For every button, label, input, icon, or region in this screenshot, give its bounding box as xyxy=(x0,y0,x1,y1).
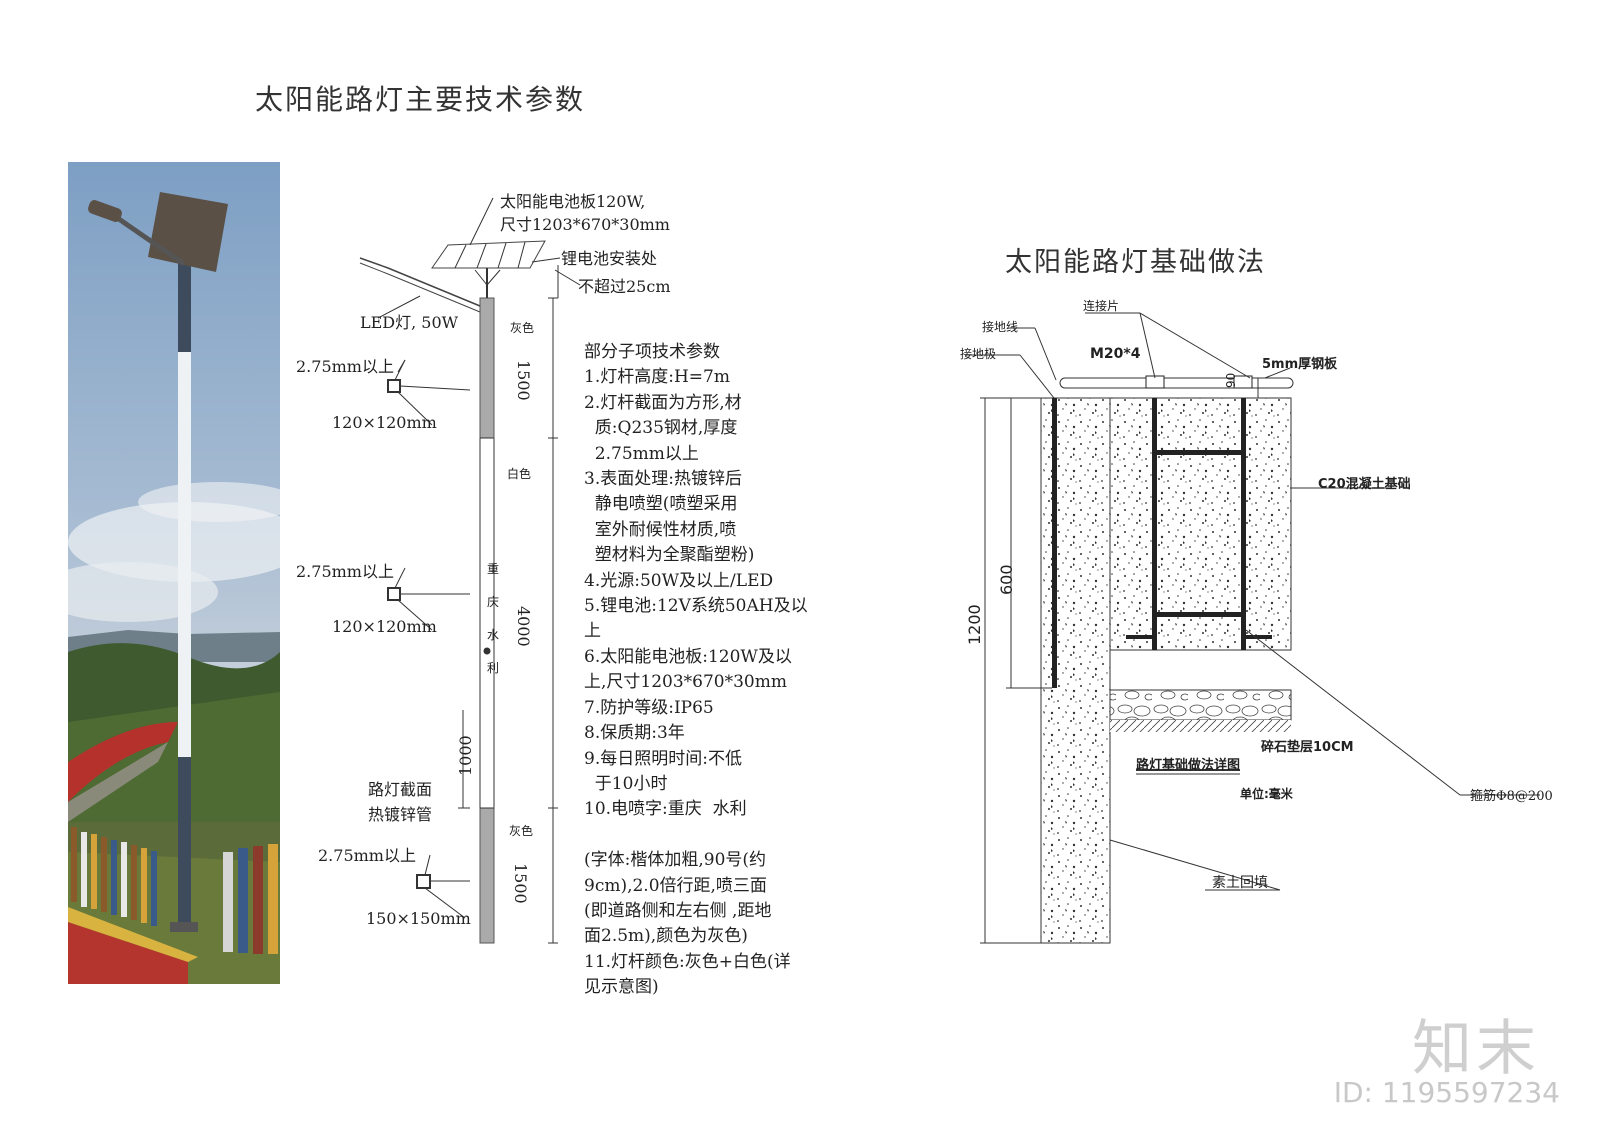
spec-line: 室外耐候性材质,喷 xyxy=(584,519,737,540)
battery-limit-label: 不超过25cm xyxy=(578,277,671,296)
foundation-drawing xyxy=(965,312,1540,944)
spec-line: 质:Q235钢材,厚度 xyxy=(584,418,738,439)
spec-line: 8.保质期:3年 xyxy=(584,723,685,744)
pole-char: 庆 xyxy=(487,595,500,609)
spec-line: 5.锂电池:12V系统50AH及以 xyxy=(584,596,808,617)
connector-label: 连接片 xyxy=(1083,299,1120,313)
panel-label-line2: 尺寸1203*670*30mm xyxy=(500,215,670,234)
color-gray-top: 灰色 xyxy=(510,321,535,335)
gravel-label: 碎石垫层10CM xyxy=(1261,740,1354,755)
street-lamp-photo xyxy=(68,162,280,984)
spec-line: 2.75mm以上 xyxy=(584,443,699,464)
section-mid-size: 120×120mm xyxy=(332,617,437,636)
dim-1200: 1200 xyxy=(965,604,984,645)
detail-title: 路灯基础做法详图 xyxy=(1136,758,1241,773)
section-bot-thickness: 2.75mm以上 xyxy=(318,846,416,865)
concrete-label: C20混凝土基础 xyxy=(1318,477,1411,492)
spec-line: 4.光源:50W及以上/LED xyxy=(584,570,774,591)
led-label: LED灯, 50W xyxy=(360,313,459,332)
ground-wire-label: 接地线 xyxy=(982,320,1019,334)
spec-line: (字体:楷体加粗,90号(约 xyxy=(584,850,767,871)
pole-text: 重 庆 水 利 xyxy=(487,553,499,685)
section-top-size: 120×120mm xyxy=(332,413,437,432)
color-white: 白色 xyxy=(507,467,532,481)
spec-line: (即道路侧和左右侧 ,距地 xyxy=(584,900,772,921)
watermark-brand: 知末 xyxy=(1412,1014,1540,1084)
spec-line: 11.灯杆颜色:灰色+白色(详 xyxy=(584,951,791,972)
section-note-1: 路灯截面 xyxy=(368,780,433,799)
plate-label: 5mm厚钢板 xyxy=(1262,357,1338,372)
battery-label: 锂电池安装处 xyxy=(561,249,658,268)
unit-label: 单位:毫米 xyxy=(1240,787,1293,801)
pole-char: 利 xyxy=(487,661,500,675)
spec-line: 塑材料为全聚酯塑粉) xyxy=(584,545,755,566)
spec-line: 9.每日照明时间:不低 xyxy=(584,748,742,769)
section-bot-size: 150×150mm xyxy=(366,909,471,928)
dim-top: 1500 xyxy=(514,360,533,401)
color-gray-bottom: 灰色 xyxy=(509,824,534,838)
section-note-2: 热镀锌管 xyxy=(368,805,433,824)
spec-line xyxy=(584,823,808,848)
spec-line: 2.灯杆截面为方形,材 xyxy=(584,392,742,413)
section-mid-thickness: 2.75mm以上 xyxy=(296,562,394,581)
spec-line: 上,尺寸1203*670*30mm xyxy=(584,672,787,693)
dim-90: 90 xyxy=(1224,372,1238,388)
spec-line: 3.表面处理:热镀锌后 xyxy=(584,469,742,490)
watermark-id: ID: 1195597234 xyxy=(1333,1076,1560,1109)
spec-line: 10.电喷字:重庆 水利 xyxy=(584,799,747,820)
dim-bottom: 1500 xyxy=(511,863,530,904)
ground-pole-label: 接地极 xyxy=(960,347,997,361)
spec-line: 见示意图) xyxy=(584,977,659,998)
bolt-label: M20*4 xyxy=(1090,346,1141,362)
section-top-thickness: 2.75mm以上 xyxy=(296,357,394,376)
spec-line: 9cm),2.0倍行距,喷三面 xyxy=(584,875,767,896)
spec-line: 于10小时 xyxy=(584,773,668,794)
pole-char: 重 xyxy=(487,562,500,576)
dim-600: 600 xyxy=(997,564,1016,595)
spec-line: 7.防护等级:IP65 xyxy=(584,697,714,718)
spec-line: 面2.5m),颜色为灰色) xyxy=(584,926,748,947)
spec-line: 部分子项技术参数 xyxy=(584,342,720,362)
rebar-label: 箍筋Φ8@200 xyxy=(1470,789,1553,804)
spec-line: 1.灯杆高度:H=7m xyxy=(584,367,730,388)
dim-mid: 4000 xyxy=(514,606,533,647)
foundation-title: 太阳能路灯基础做法 xyxy=(1005,247,1266,278)
page-title: 太阳能路灯主要技术参数 xyxy=(255,83,586,116)
panel-label-line1: 太阳能电池板120W, xyxy=(500,192,646,211)
dim-lower: 1000 xyxy=(456,735,475,776)
spec-line: 静电喷塑(喷塑采用 xyxy=(584,494,738,515)
spec-list: 部分子项技术参数 1.灯杆高度:H=7m 2.灯杆截面为方形,材 质:Q235钢材,… xyxy=(584,340,808,1001)
spec-line: 上 xyxy=(584,621,601,642)
pole-char: 水 xyxy=(487,628,500,642)
spec-line: 6.太阳能电池板:120W及以 xyxy=(584,646,792,667)
backfill-label: 素土回填 xyxy=(1212,875,1268,891)
